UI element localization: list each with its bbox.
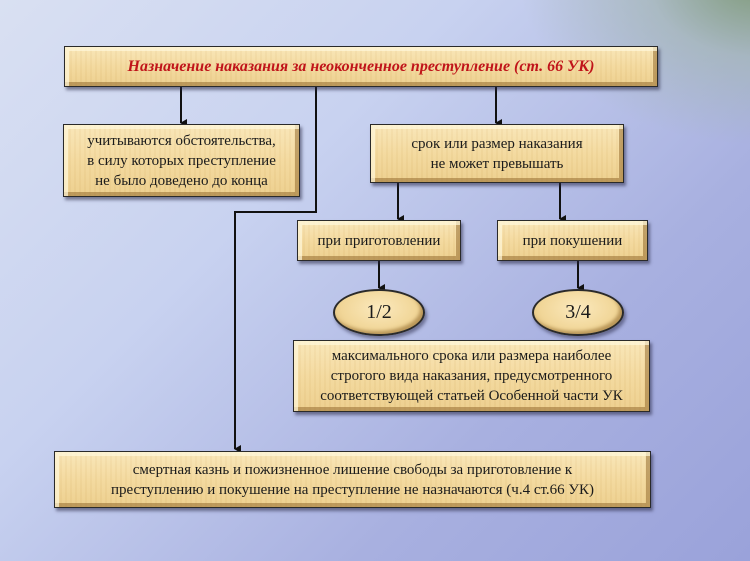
attempt-box: при покушении [497, 220, 648, 261]
title-box: Назначение наказания за неоконченное пре… [64, 46, 658, 87]
arrow-to-bottom [234, 86, 317, 453]
title-text: Назначение наказания за неоконченное пре… [127, 57, 595, 75]
death-penalty-text: смертная казнь и пожизненное лишение сво… [110, 461, 595, 498]
max-term-box: максимального срока или размера наиболее… [293, 340, 650, 412]
three-quarters-ellipse: 3/4 [532, 289, 624, 336]
term-limit-text: срок или размер наказания не может превы… [411, 135, 583, 172]
three-quarters-fraction: 3/4 [565, 301, 591, 323]
attempt-text: при покушении [522, 232, 623, 249]
half-fraction: 1/2 [366, 301, 392, 323]
circumstances-text: учитываются обстоятельства, в силу котор… [87, 132, 276, 189]
preparation-box: при приготовлении [297, 220, 461, 261]
half-ellipse: 1/2 [333, 289, 425, 336]
circumstances-box: учитываются обстоятельства, в силу котор… [63, 124, 300, 197]
preparation-text: при приготовлении [317, 232, 441, 249]
death-penalty-box: смертная казнь и пожизненное лишение сво… [54, 451, 651, 508]
max-term-text: максимального срока или размера наиболее… [320, 348, 623, 404]
term-limit-box: срок или размер наказания не может превы… [370, 124, 624, 183]
